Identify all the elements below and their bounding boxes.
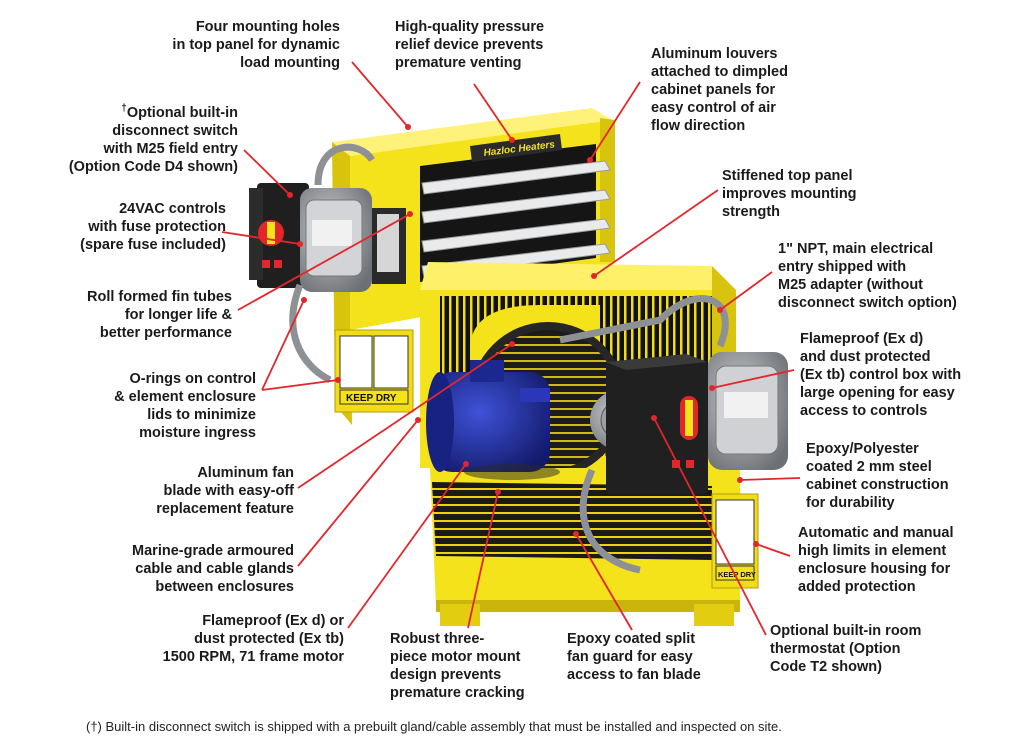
callout-npt-entry: 1" NPT, main electrical entry shipped wi… xyxy=(778,241,957,311)
footnote: (†) Built-in disconnect switch is shippe… xyxy=(86,719,782,734)
rear-keep-dry-label: KEEP DRY xyxy=(346,393,397,404)
rear-conduit xyxy=(314,143,375,186)
callout-stiffened-panel: Stiffened top panel improves mounting st… xyxy=(722,168,857,220)
callout-mounting-holes: Four mounting holes in top panel for dyn… xyxy=(172,19,340,71)
callout-room-thermostat: Optional built-in room thermostat (Optio… xyxy=(770,623,922,675)
rear-element-enclosure: KEEP DRY xyxy=(334,329,414,413)
callout-motor: Flameproof (Ex d) or dust protected (Ex … xyxy=(162,613,344,665)
leader-lines xyxy=(221,61,801,636)
callout-fin-tubes: Roll formed fin tubes for longer life & … xyxy=(87,289,232,341)
callout-pressure-relief: High-quality pressure relief device prev… xyxy=(395,19,545,71)
callout-disconnect-switch: †Optional built-in disconnect switch wit… xyxy=(18,100,238,176)
callout-fan-blade: Aluminum fan blade with easy-off replace… xyxy=(156,465,294,517)
dagger-mark: † xyxy=(121,103,127,114)
fan-motor xyxy=(426,360,560,480)
front-flameproof-enclosure xyxy=(708,352,788,470)
louver-blades xyxy=(421,160,611,278)
front-conduit xyxy=(559,295,729,348)
front-element-enclosure: KEEP DRY xyxy=(711,493,759,589)
callout-epoxy-cabinet: Epoxy/Polyester coated 2 mm steel cabine… xyxy=(806,441,949,511)
callout-louvers: Aluminum louvers attached to dimpled cab… xyxy=(651,46,788,134)
front-control-box xyxy=(606,354,708,494)
callout-24vac-controls: 24VAC controls with fuse protection (spa… xyxy=(80,201,226,253)
leader-endpoints xyxy=(287,124,759,547)
rear-disconnect-switch xyxy=(249,183,309,288)
callout-fan-guard: Epoxy coated split fan guard for easy ac… xyxy=(567,631,701,683)
callout-motor-mount: Robust three- piece motor mount design p… xyxy=(390,631,525,701)
fan-guard xyxy=(432,482,712,560)
front-cable xyxy=(579,468,641,574)
callout-o-rings: O-rings on control & element enclosure l… xyxy=(114,371,256,441)
callout-armoured-cable: Marine-grade armoured cable and cable gl… xyxy=(132,543,294,595)
front-keep-dry-label: KEEP DRY xyxy=(718,570,756,579)
callout-flameproof-box: Flameproof (Ex d) and dust protected (Ex… xyxy=(800,331,962,419)
rear-cable xyxy=(289,283,332,384)
callout-high-limits: Automatic and manual high limits in elem… xyxy=(798,525,954,595)
callout-disconnect-text: Optional built-in disconnect switch with… xyxy=(68,104,238,175)
